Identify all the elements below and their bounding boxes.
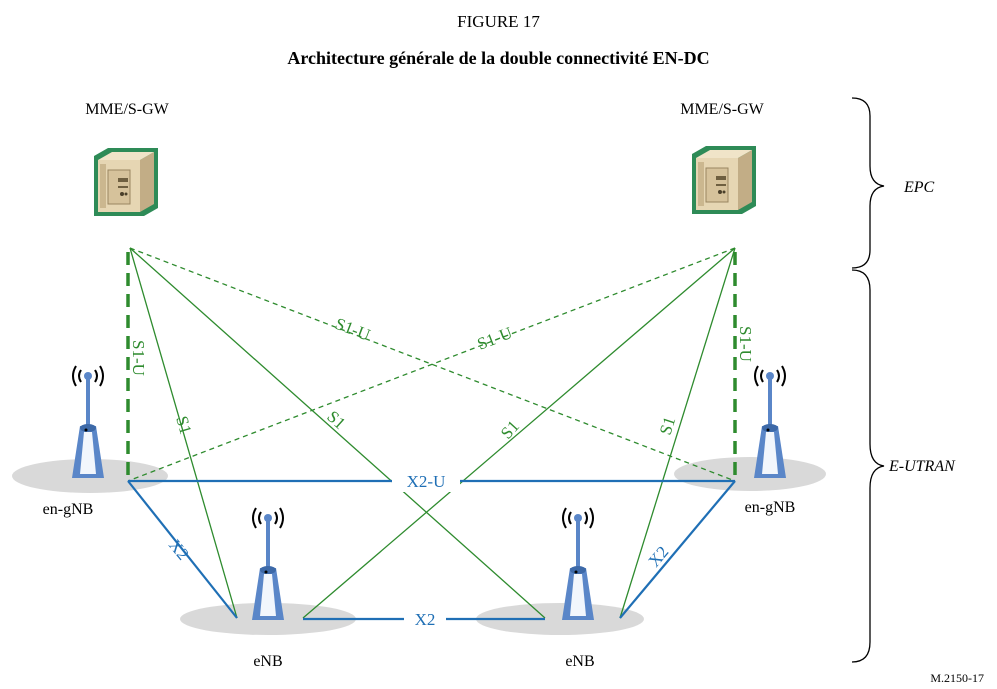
mme-right-label: MME/S-GW — [680, 101, 764, 118]
figure-number: FIGURE 17 — [457, 12, 540, 31]
figure-reference: M.2150-17 — [930, 671, 984, 685]
enb-left-label: eNB — [253, 653, 282, 670]
epc-brace — [851, 97, 885, 269]
x2-right-label: X2 — [645, 542, 673, 570]
enb-right-antenna-icon — [560, 506, 596, 622]
s1u-diag-right-label: S1-U — [475, 323, 515, 354]
s1u-diagonal-links — [127, 247, 736, 482]
engnb-right-label: en-gNB — [745, 499, 796, 516]
s1-links — [129, 247, 736, 619]
s1-b-label: S1 — [323, 407, 349, 433]
enb-right-shadow — [476, 603, 644, 635]
engnb-right-antenna-icon — [752, 364, 788, 480]
x2-left-label: X2 — [165, 536, 193, 564]
s1-a-label: S1 — [172, 414, 195, 437]
s1-c-label: S1 — [497, 417, 523, 443]
enb-right-label: eNB — [565, 653, 594, 670]
figure-title: Architecture générale de la double conne… — [287, 48, 710, 68]
s1u-right-vertical-label: S1-U — [736, 326, 755, 362]
eutran-brace — [851, 269, 885, 663]
s1u-vertical-links — [126, 252, 737, 482]
x2-links — [127, 479, 736, 621]
x2u-label: X2-U — [407, 472, 446, 491]
s1u-left-vertical-label: S1-U — [129, 340, 148, 376]
engnb-left-label: en-gNB — [43, 501, 94, 518]
mme-left-server-icon — [93, 147, 159, 217]
mme-right-server-icon — [691, 145, 757, 215]
engnb-right-shadow — [674, 457, 826, 491]
epc-label: EPC — [903, 179, 935, 196]
mme-left-label: MME/S-GW — [85, 101, 169, 118]
enb-left-antenna-icon — [250, 506, 286, 622]
eutran-label: E-UTRAN — [888, 458, 956, 475]
s1u-diag-left-label: S1-U — [333, 314, 373, 345]
engnb-left-antenna-icon — [70, 364, 106, 480]
x2-bottom-label: X2 — [415, 610, 436, 629]
s1-d-label: S1 — [656, 414, 680, 437]
